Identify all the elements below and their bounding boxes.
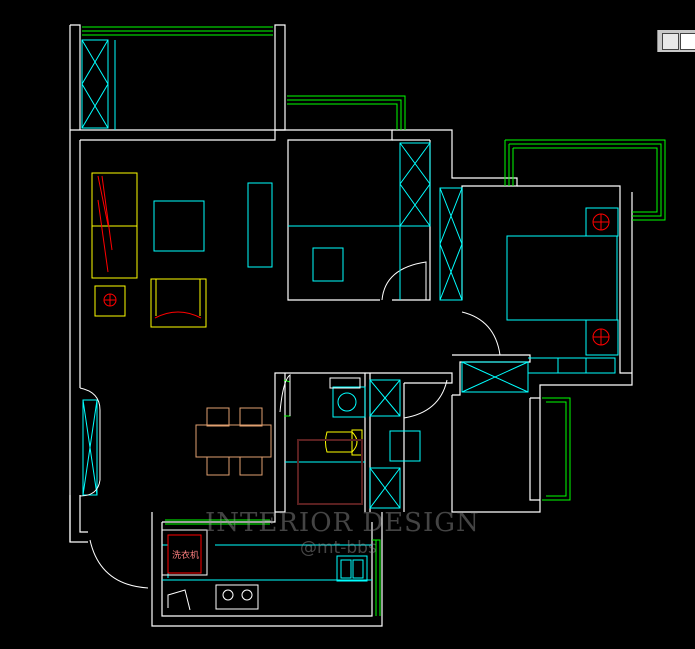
bathroom-wall [274, 372, 453, 513]
bedroom1-wall [392, 129, 518, 301]
coffee-table [153, 200, 205, 252]
right-lower-wall [451, 395, 541, 513]
window-icon[interactable] [680, 33, 695, 50]
windows [82, 26, 666, 616]
kitchen-sink [336, 555, 368, 582]
stove [161, 529, 259, 611]
bedroom2-wall [517, 185, 633, 399]
armchair [150, 278, 207, 328]
sink [332, 386, 366, 418]
left-wall [69, 140, 88, 542]
tv-cabinet [247, 182, 273, 268]
dining-table [195, 407, 272, 476]
layout-icon[interactable] [662, 33, 679, 50]
outer-wall [69, 24, 88, 543]
watermark-title: INTERIOR DESIGN [205, 508, 480, 538]
bed [506, 235, 618, 321]
top-wall-left [80, 24, 286, 141]
toolbar [657, 30, 695, 52]
wardrobe-1 [399, 142, 431, 227]
bay-window [79, 387, 101, 497]
wardrobe-2 [439, 187, 463, 301]
bathroom-partition [364, 373, 405, 512]
sofa-detail [97, 175, 610, 574]
shower-area [297, 439, 363, 505]
top-wall-mid [275, 129, 393, 301]
watermark-subtitle: @mt-bbs [300, 538, 377, 558]
sofa [91, 172, 207, 328]
cabinet-corridor [461, 361, 529, 393]
doors [89, 261, 501, 589]
washer-label: 洗衣机 [172, 549, 199, 561]
